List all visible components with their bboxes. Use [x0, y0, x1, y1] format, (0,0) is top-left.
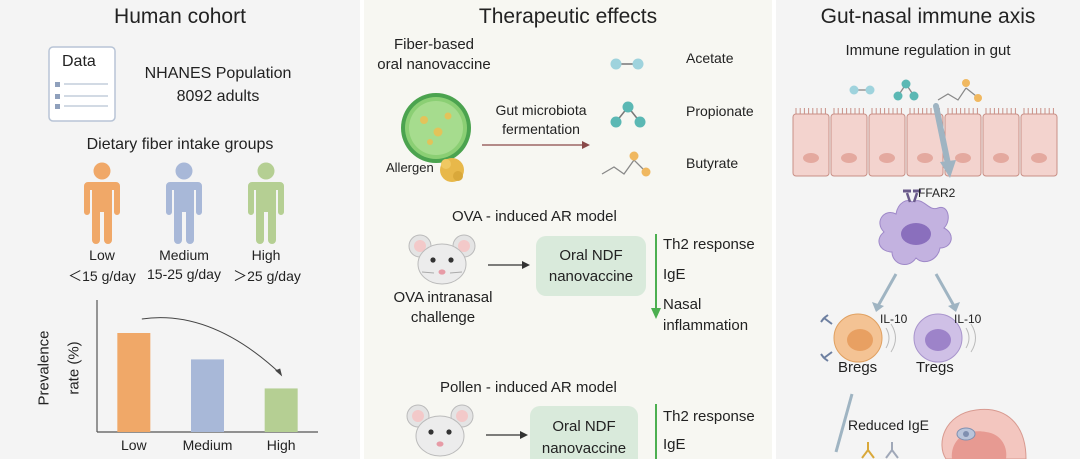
therapeutic-effects-panel: Therapeutic effects Fiber-based oral nan…	[364, 0, 772, 459]
vaccine-label-line2: oral nanovaccine	[377, 56, 491, 73]
human-cohort-panel: Human cohort Data NHANES Population 8092…	[0, 0, 360, 459]
tregs-il10-label: IL-10	[954, 312, 982, 326]
person-low-icon	[84, 162, 120, 244]
downstream-arrow	[834, 393, 854, 453]
bregs-il10-label: IL-10	[880, 312, 908, 326]
epithelial-cell	[1020, 113, 1058, 177]
group-low-name: Low	[89, 247, 115, 263]
epithelial-nucleus	[1031, 153, 1047, 163]
allergen-label: Allergen	[386, 160, 434, 175]
nanovaccine-particle-icon	[401, 93, 471, 182]
acetate-molecule-icon	[610, 58, 644, 70]
pollen-effect-ige: IgE	[663, 436, 686, 453]
chart-trend-arrowhead	[275, 368, 283, 377]
ova-vaccine-box	[536, 236, 646, 296]
vaccine-label-line1: Fiber-based	[393, 36, 475, 53]
fermentation-label-line2: fermentation	[502, 121, 580, 137]
group-high-name: High	[251, 247, 281, 263]
epithelial-nucleus	[917, 153, 933, 163]
group-high-range: ＞25 g/day	[233, 268, 301, 284]
epithelial-cell	[982, 113, 1020, 177]
butyrate-molecule-icon	[601, 151, 651, 177]
bregs-label: Bregs	[838, 359, 878, 376]
person-high-icon	[248, 162, 284, 244]
pollen-treatment-arrow	[486, 431, 528, 439]
ova-effect-inflammation: inflammation	[663, 317, 749, 334]
mouse-icon	[408, 234, 476, 285]
fermentation-arrow	[482, 141, 590, 149]
epithelial-nucleus	[955, 153, 971, 163]
split-arrows	[872, 273, 960, 312]
ova-treatment-arrow	[488, 261, 530, 269]
human-cohort-title: Human cohort	[114, 5, 246, 28]
propionate-label: Propionate	[686, 103, 754, 119]
ova-model-title: OVA - induced AR model	[452, 208, 617, 225]
gut-regulation-subtitle: Immune regulation in gut	[845, 42, 1011, 59]
group-low-range: ＜15 g/day	[68, 268, 136, 284]
epithelial-nucleus	[841, 153, 857, 163]
groups-title: Dietary fiber intake groups	[86, 136, 274, 153]
population-count: 8092 adults	[176, 88, 260, 105]
chart-bar-high	[264, 388, 298, 432]
butyrate-label: Butyrate	[686, 155, 739, 171]
chart-bar-low	[117, 333, 151, 432]
nasal-head-icon	[941, 408, 1027, 459]
pollen-effect-th2: Th2 response	[663, 408, 755, 425]
pollen-vaccine-line2: nanovaccine	[541, 440, 627, 457]
prevalence-bar-chart: Low Medium High	[96, 300, 318, 453]
tregs-label: Tregs	[916, 359, 954, 376]
gut-nasal-axis-title: Gut-nasal immune axis	[820, 5, 1036, 28]
fermentation-label-line1: Gut microbiota	[495, 102, 587, 118]
dendritic-cell-icon	[878, 189, 952, 266]
scfa-entry-arrow	[933, 103, 956, 178]
ova-challenge-line2: challenge	[410, 309, 476, 326]
ova-effect-ige: IgE	[663, 266, 686, 283]
gut-epithelium-icon	[792, 108, 1058, 177]
ova-effect-th2: Th2 response	[663, 236, 755, 253]
ova-decrease-arrow	[651, 234, 661, 319]
pollen-decrease-arrow	[655, 404, 657, 459]
pollen-model-title: Pollen - induced AR model	[440, 379, 617, 396]
data-document-icon	[48, 46, 116, 122]
ige-molecules-icon	[861, 442, 899, 459]
ffar2-label: FFAR2	[918, 186, 956, 200]
ova-vaccine-line2: nanovaccine	[548, 268, 634, 285]
chart-tick-label: High	[267, 437, 296, 453]
bregs-cell-icon	[820, 313, 896, 363]
pollen-vaccine-line1: Oral NDF	[552, 418, 616, 435]
epithelial-cell	[792, 113, 830, 177]
chart-tick-label: Low	[121, 437, 148, 453]
epithelial-nucleus	[803, 153, 819, 163]
mouse-icon-2	[406, 404, 474, 457]
person-medium-icon	[166, 162, 202, 244]
population-name: NHANES Population	[144, 65, 292, 82]
ova-effect-nasal: Nasal	[663, 296, 702, 313]
epithelial-nucleus	[993, 153, 1009, 163]
chart-bar-medium	[191, 359, 224, 432]
chart-trend-curve	[141, 317, 282, 375]
epithelial-cell	[830, 113, 868, 177]
reduced-ige-label: Reduced IgE	[848, 417, 929, 433]
gut-nasal-axis-panel: Gut-nasal immune axis Immune regulation …	[776, 0, 1080, 459]
pollen-vaccine-box	[530, 406, 638, 459]
data-label: Data	[62, 53, 96, 70]
tregs-cell-icon	[913, 313, 976, 363]
epithelial-nucleus	[879, 153, 895, 163]
chart-tick-label: Medium	[183, 437, 233, 453]
scfa-molecules-icon	[849, 79, 982, 102]
epithelial-cell	[868, 113, 906, 177]
ova-vaccine-line1: Oral NDF	[559, 247, 623, 264]
acetate-label: Acetate	[686, 50, 734, 66]
group-medium-range: 15-25 g/day	[147, 266, 221, 282]
propionate-molecule-icon	[610, 101, 646, 128]
ova-challenge-line1: OVA intranasal	[393, 289, 493, 306]
group-medium-name: Medium	[159, 247, 209, 263]
therapeutic-effects-title: Therapeutic effects	[478, 5, 658, 28]
